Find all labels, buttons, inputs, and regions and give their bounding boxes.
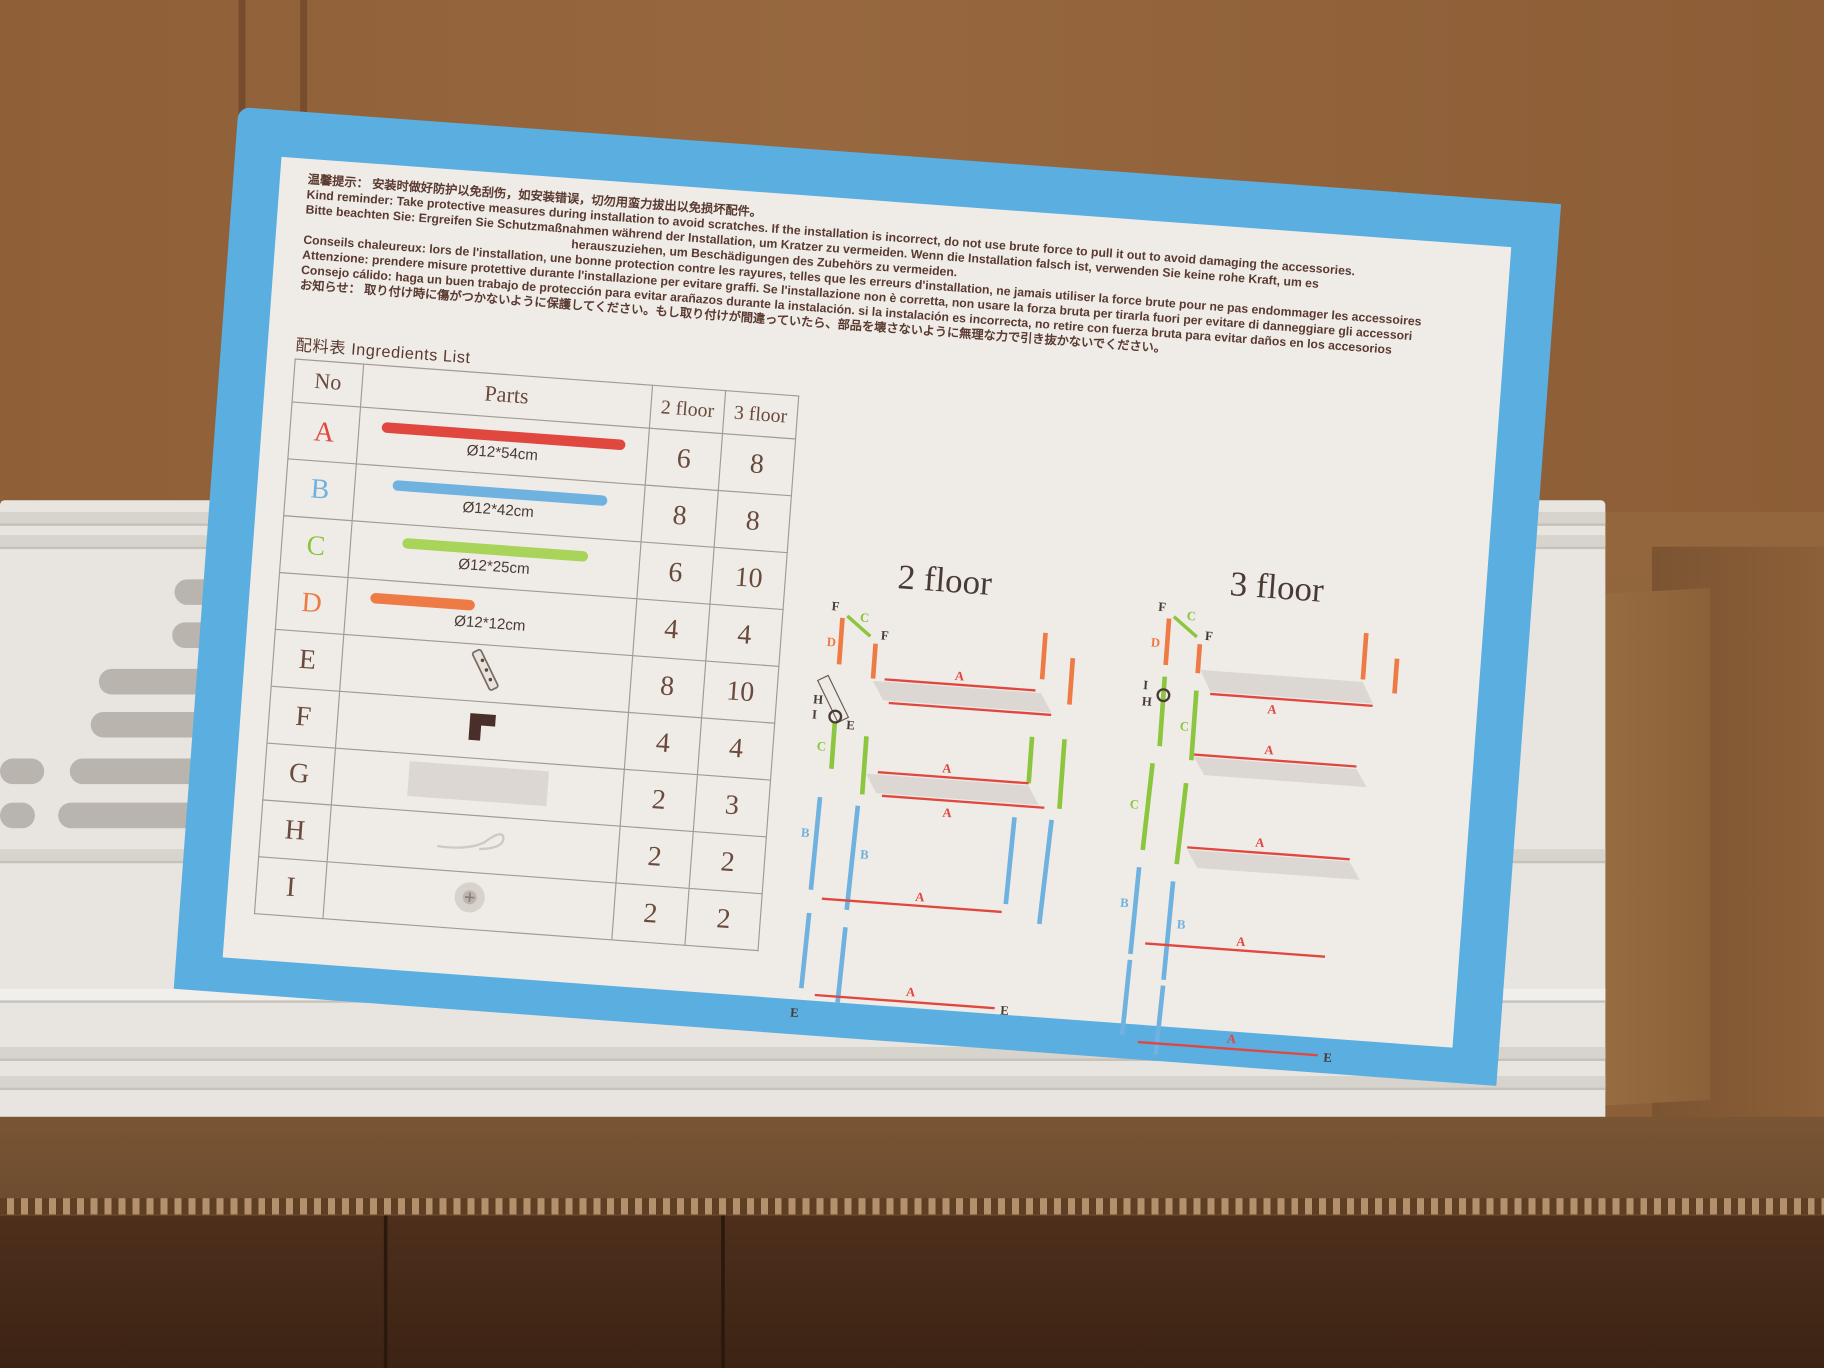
- part-no: I: [254, 856, 328, 919]
- shelf-slot: [58, 802, 210, 829]
- part-no: A: [287, 401, 361, 464]
- svg-text:F: F: [831, 599, 840, 614]
- qty-3-floor: 3: [693, 774, 771, 837]
- instruction-pamphlet: 温馨提示： 安装时做好防护以免刮伤，如安装错误，切勿用蛮力拔出以免损坏配件。 K…: [173, 107, 1562, 1086]
- qty-2-floor: 6: [636, 541, 715, 605]
- qty-3-floor: 4: [705, 604, 784, 667]
- svg-text:F: F: [1205, 629, 1214, 644]
- corner-connector-icon: [468, 712, 496, 741]
- svg-text:A: A: [1267, 702, 1278, 717]
- svg-text:I: I: [812, 707, 818, 721]
- svg-text:A: A: [942, 761, 953, 776]
- svg-text:B: B: [801, 826, 811, 841]
- svg-text:E: E: [1000, 1003, 1010, 1018]
- svg-text:E: E: [790, 1006, 800, 1021]
- shelf-slot: [0, 802, 35, 829]
- shelf-board-icon: [407, 760, 549, 806]
- qty-2-floor: 4: [624, 712, 702, 775]
- svg-text:C: C: [816, 739, 826, 754]
- assembly-diagram-2-floor: F F D C A C E HI A: [790, 599, 1076, 1021]
- corrugated-edge: [0, 1198, 1824, 1215]
- floor-seam: [383, 1215, 388, 1368]
- svg-text:C: C: [1186, 609, 1196, 624]
- part-cell: [335, 691, 629, 770]
- part-no: C: [279, 515, 353, 578]
- parts-table: No Parts 2 floor 3 floor A Ø12*54cm 6 8 …: [254, 358, 799, 951]
- svg-text:A: A: [1264, 743, 1275, 758]
- part-cell: [339, 634, 633, 713]
- header-2-floor: 2 floor: [649, 385, 726, 434]
- qty-2-floor: 6: [645, 428, 723, 491]
- qty-3-floor: 8: [714, 490, 792, 553]
- svg-text:A: A: [1226, 1032, 1237, 1047]
- qty-2-floor: 8: [641, 485, 719, 548]
- qty-3-floor: 8: [718, 433, 796, 496]
- svg-text:A: A: [954, 669, 965, 684]
- qty-2-floor: 2: [615, 826, 694, 889]
- part-no: F: [267, 686, 340, 749]
- svg-text:E: E: [846, 718, 856, 733]
- svg-text:A: A: [915, 890, 926, 905]
- shelf-rail: [0, 1076, 1606, 1091]
- qty-3-floor: 10: [701, 660, 779, 724]
- header-no: No: [292, 359, 364, 408]
- svg-text:F: F: [880, 628, 889, 643]
- table-row: F 4 4: [267, 686, 775, 781]
- svg-text:H: H: [1141, 694, 1152, 709]
- svg-text:D: D: [1150, 635, 1160, 650]
- table-row: I 2 2: [254, 856, 763, 951]
- part-no: B: [283, 458, 357, 521]
- screw-cap-icon: [454, 881, 485, 912]
- qty-2-floor: 2: [611, 883, 690, 946]
- qty-3-floor: 10: [709, 547, 788, 610]
- qty-3-floor: 4: [697, 717, 775, 781]
- part-cell: [327, 804, 621, 884]
- qty-3-floor: 2: [689, 831, 767, 894]
- hook-icon: [437, 832, 505, 850]
- svg-text:A: A: [942, 806, 953, 821]
- table-row: E 8 10: [271, 629, 779, 724]
- shelf-slot: [0, 758, 45, 785]
- svg-text:C: C: [1129, 797, 1139, 812]
- table-row: H 2 2: [258, 799, 767, 894]
- part-cell: [322, 861, 616, 940]
- svg-text:B: B: [1120, 896, 1130, 911]
- qty-2-floor: 4: [632, 598, 710, 661]
- qty-2-floor: 8: [628, 655, 706, 718]
- svg-text:C: C: [860, 611, 870, 626]
- diagram-title-2-floor: 2 floor: [896, 557, 994, 604]
- svg-text:A: A: [1255, 836, 1266, 851]
- side-bracket-icon: [471, 648, 499, 691]
- svg-text:A: A: [1236, 934, 1247, 949]
- kind-reminder-notices: 温馨提示： 安装时做好防护以免刮伤，如安装错误，切勿用蛮力拔出以免损坏配件。 K…: [299, 173, 1491, 381]
- svg-text:C: C: [1179, 719, 1189, 734]
- qty-2-floor: 2: [620, 769, 698, 832]
- svg-text:I: I: [1143, 678, 1149, 692]
- svg-text:B: B: [1176, 917, 1186, 932]
- svg-text:B: B: [860, 847, 870, 862]
- part-no: E: [271, 629, 344, 692]
- header-3-floor: 3 floor: [722, 390, 799, 439]
- pamphlet-sheet: 温馨提示： 安装时做好防护以免刮伤，如安装错误，切勿用蛮力拔出以免损坏配件。 K…: [222, 156, 1512, 1065]
- svg-text:H: H: [813, 692, 824, 707]
- qty-3-floor: 2: [684, 888, 763, 951]
- wood-floor: [0, 1215, 1824, 1368]
- svg-text:F: F: [1158, 600, 1167, 615]
- svg-text:D: D: [826, 635, 836, 650]
- part-dimension: Ø12*12cm: [453, 611, 527, 635]
- svg-text:E: E: [1323, 1051, 1333, 1066]
- part-no: G: [262, 743, 336, 805]
- part-no: D: [275, 572, 348, 635]
- svg-text:A: A: [906, 985, 917, 1000]
- part-no: H: [258, 799, 332, 862]
- floor-seam: [721, 1215, 725, 1368]
- assembly-diagram-3-floor: F F D C A C IH A C: [1120, 600, 1400, 1066]
